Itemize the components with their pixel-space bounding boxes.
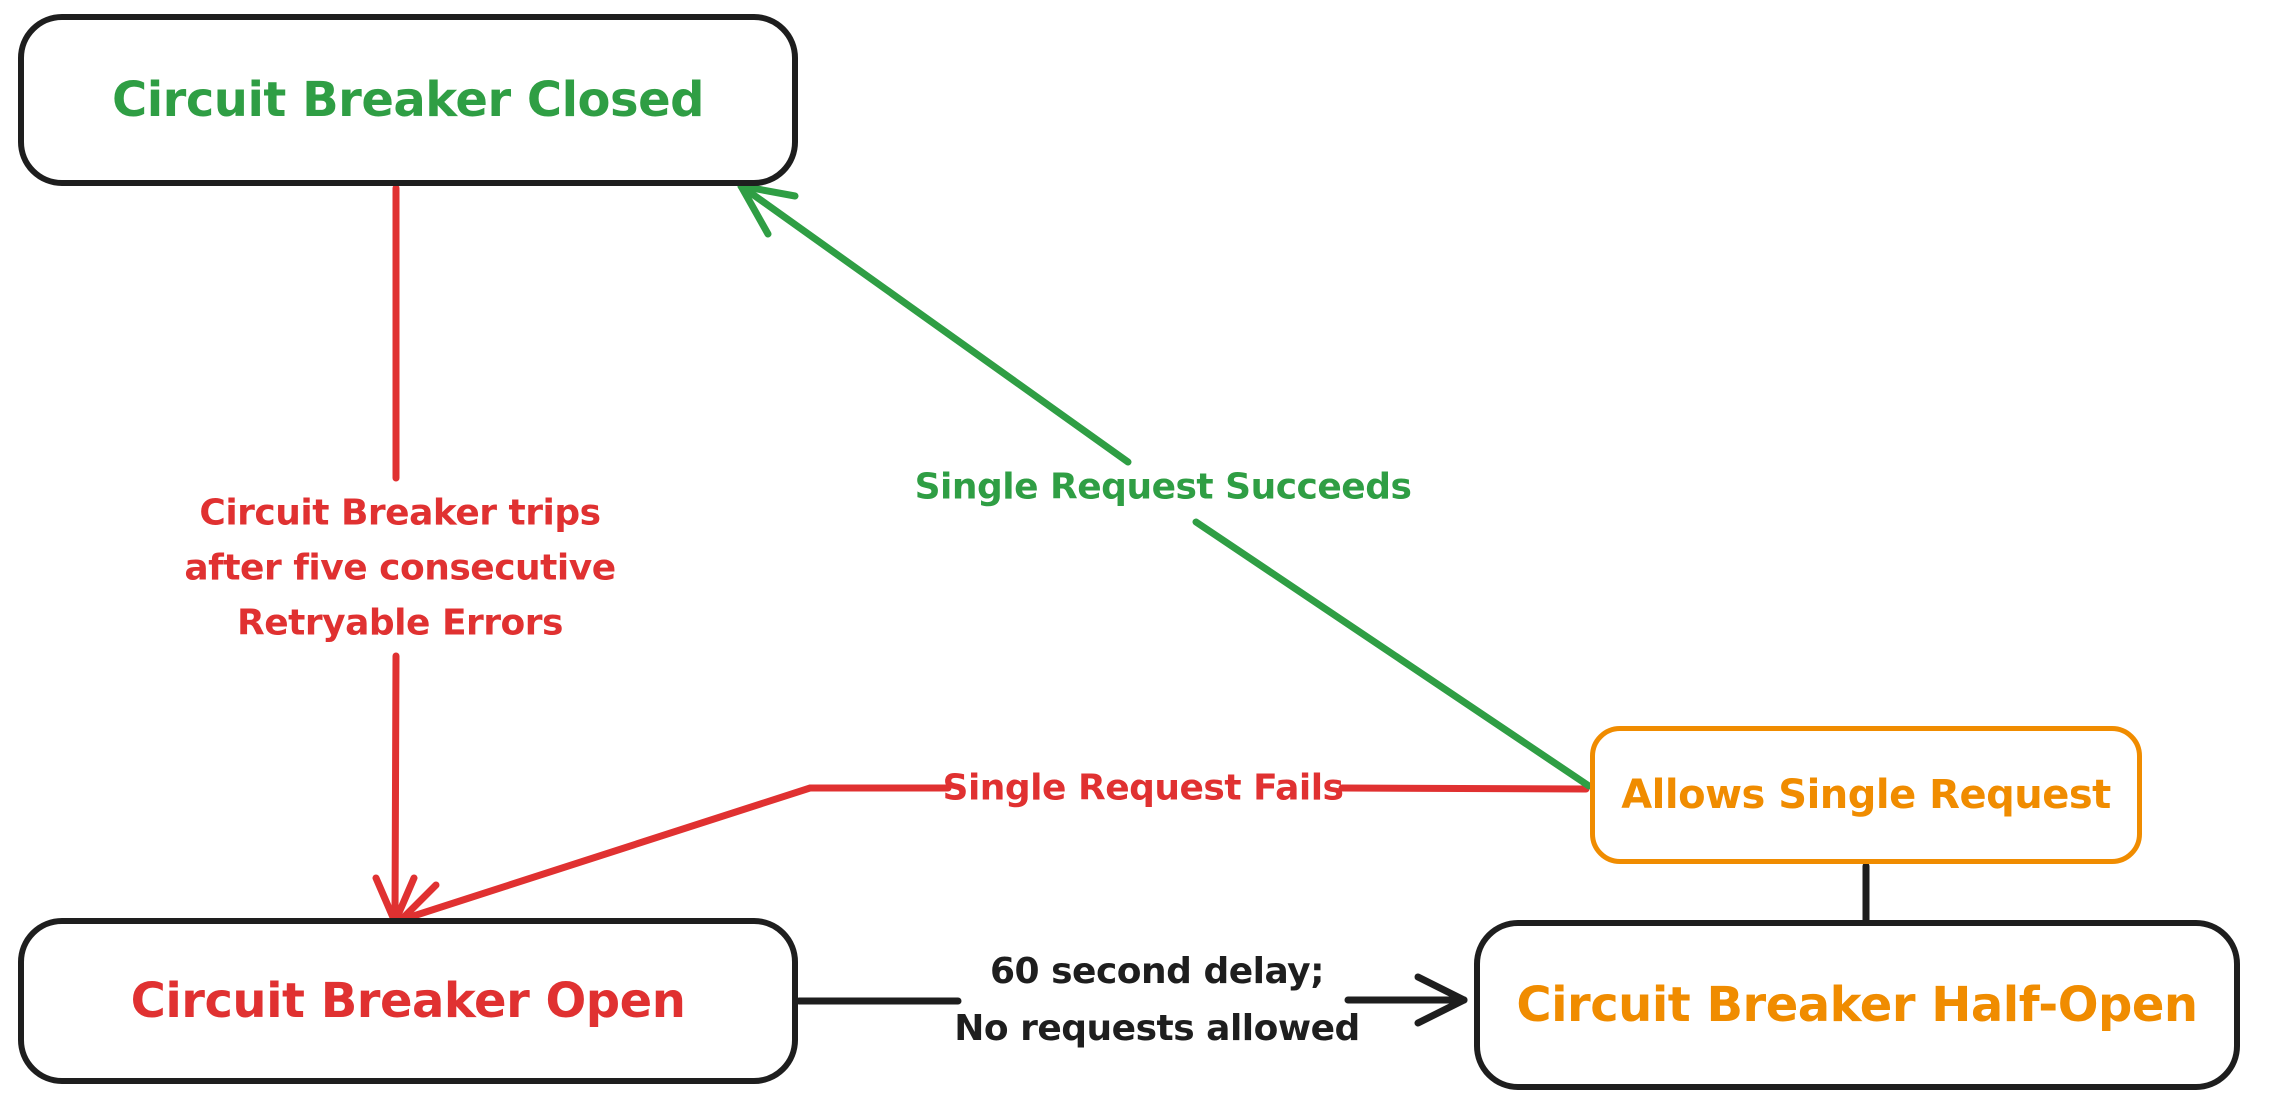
state-label-open: Circuit Breaker Open	[130, 973, 686, 1029]
state-node-closed: Circuit Breaker Closed	[18, 14, 798, 186]
state-node-half-open: Circuit Breaker Half-Open	[1474, 920, 2240, 1090]
edge-label-trips: Circuit Breaker trips after five consecu…	[184, 486, 616, 651]
edge-label-single-request-succeeds: Single Request Succeeds	[914, 466, 1412, 508]
edge-label-delay-line1: 60 second delay;	[989, 951, 1325, 992]
edge-label-delay-line2: No requests allowed	[954, 1008, 1360, 1049]
state-label-half-open: Circuit Breaker Half-Open	[1516, 977, 2198, 1033]
node-allows-single-request: Allows Single Request	[1590, 726, 2142, 864]
state-node-open: Circuit Breaker Open	[18, 918, 798, 1084]
edge-label-trips-line3: Retryable Errors	[237, 602, 563, 644]
edge-label-delay: 60 second delay; No requests allowed	[954, 943, 1360, 1057]
edge-label-trips-line1: Circuit Breaker trips	[199, 492, 601, 534]
label-allows-single-request: Allows Single Request	[1621, 772, 2111, 818]
state-label-closed: Circuit Breaker Closed	[112, 72, 705, 128]
edge-label-single-request-fails: Single Request Fails	[942, 767, 1344, 809]
edge-label-trips-line2: after five consecutive	[184, 547, 616, 589]
